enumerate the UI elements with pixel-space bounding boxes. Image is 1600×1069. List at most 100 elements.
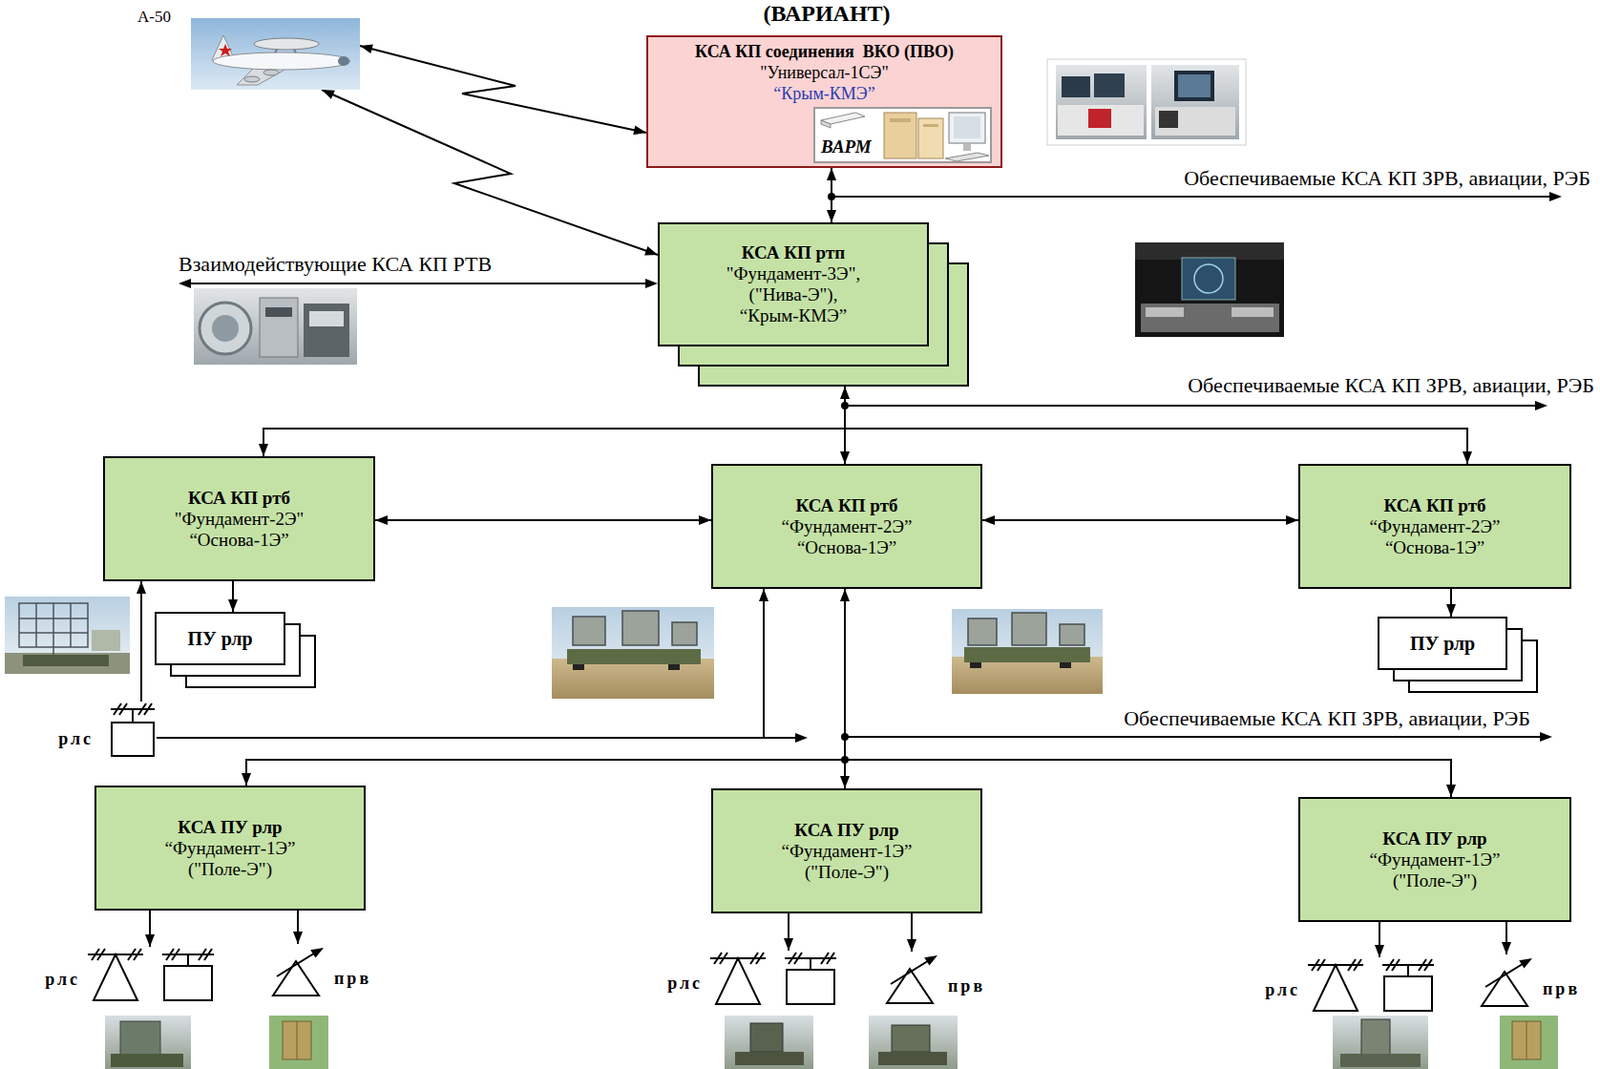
graphic-detail xyxy=(1158,110,1179,128)
arrowhead xyxy=(228,599,238,612)
graphic-detail xyxy=(756,952,764,965)
graphic-detail xyxy=(948,112,986,144)
arrowhead xyxy=(241,773,252,786)
graphic-detail xyxy=(1424,959,1432,971)
graphic-detail xyxy=(337,56,350,66)
box-heading: ПУ рлр xyxy=(1410,632,1475,654)
arrowhead xyxy=(359,43,374,54)
graphic-detail xyxy=(969,662,982,669)
connector xyxy=(1501,922,1512,955)
graphic-detail xyxy=(1061,76,1091,98)
graphic-detail xyxy=(1361,1019,1390,1058)
graphic-detail xyxy=(572,616,606,646)
graphic-detail xyxy=(884,112,917,159)
box-text: “Основа-1Э” xyxy=(189,529,289,551)
equipment-photo xyxy=(269,1015,329,1069)
connector xyxy=(1374,922,1385,958)
graphic-detail xyxy=(891,1025,930,1053)
graphic-detail xyxy=(821,112,865,125)
graphic-detail xyxy=(645,278,658,289)
graphic-detail xyxy=(968,618,997,646)
process-box: КСА КП ртб“Фундамент-2Э”“Основа-1Э” xyxy=(1298,463,1572,590)
box-heading: КСА ПУ рлр xyxy=(177,817,282,839)
graphic-detail xyxy=(19,617,88,620)
graphic-detail xyxy=(883,951,941,1006)
graphic-detail xyxy=(164,966,212,1001)
connector xyxy=(1446,589,1456,617)
graphic-detail xyxy=(309,311,344,327)
box-text: “Фундамент-2Э” xyxy=(781,516,913,538)
connector xyxy=(145,910,155,948)
graphic-detail xyxy=(269,944,327,998)
graphic-detail xyxy=(108,701,157,758)
graphic-detail xyxy=(91,630,121,652)
graphic-detail xyxy=(1512,1021,1541,1060)
annotation-label: Обеспечиваемые КСА КП ЗРВ, авиации, РЭБ xyxy=(1123,706,1531,732)
stack-front: ПУ рлр xyxy=(154,611,286,666)
box-heading: прв xyxy=(334,968,372,990)
arrowhead xyxy=(321,89,336,100)
operations-room-photo xyxy=(1135,242,1285,337)
arrowhead xyxy=(1374,945,1385,958)
graphic-detail xyxy=(1174,70,1215,102)
graphic-detail xyxy=(273,961,319,996)
radar-symbol: рлс xyxy=(84,947,218,1003)
graphic-detail xyxy=(22,654,109,667)
altimeter-symbol: прв xyxy=(883,951,941,1006)
graphic-detail xyxy=(1332,1015,1429,1069)
graphic-detail xyxy=(1304,957,1438,1013)
graphic-detail xyxy=(4,596,130,674)
box-heading: А-50 xyxy=(137,6,171,28)
graphic-detail xyxy=(1194,264,1223,294)
graphic-detail xyxy=(809,958,812,970)
box-text: “Основа-1Э” xyxy=(797,537,897,559)
graphic-detail xyxy=(1391,959,1400,971)
box-heading: КСА КП соединения ВКО (ПВО) xyxy=(694,41,954,63)
graphic-detail xyxy=(178,278,191,289)
graphic-detail xyxy=(93,954,138,1001)
connector-line xyxy=(982,519,1299,522)
graphic-detail xyxy=(244,76,260,83)
arrowhead xyxy=(1462,451,1473,464)
connector xyxy=(241,589,845,786)
arrowhead xyxy=(982,515,995,526)
graphic-detail xyxy=(171,948,180,961)
graphic-detail xyxy=(551,607,715,699)
graphic-detail xyxy=(253,38,319,50)
graphic-detail xyxy=(1340,1053,1421,1068)
radar-symbol: рлс xyxy=(108,701,157,758)
connector-line xyxy=(263,386,845,457)
box-heading: ПУ рлр xyxy=(187,628,253,650)
graphic-detail xyxy=(1481,971,1528,1007)
graphic-detail xyxy=(218,43,232,57)
graphic-detail xyxy=(968,612,1085,646)
graphic-detail xyxy=(1145,307,1184,317)
connector xyxy=(293,910,303,945)
graphic-detail xyxy=(110,1053,184,1068)
graphic-detail xyxy=(551,658,715,699)
stacked-post-box: ПУ рлр xyxy=(154,611,316,689)
graphic-detail xyxy=(1151,64,1240,140)
graphic-detail xyxy=(1155,106,1236,136)
box-heading: КСА ПУ рлр xyxy=(1382,828,1487,850)
stacked-process-box: КСА КП ртп"Фундамент-3Э",("Нива-Э"),“Кры… xyxy=(657,222,969,387)
graphic-detail xyxy=(1313,965,1358,1011)
graphic-detail xyxy=(668,664,680,671)
graphic-detail xyxy=(1135,242,1285,337)
workstation-box: ВАРМ xyxy=(813,106,992,164)
graphic-detail xyxy=(794,952,802,965)
equipment-photo xyxy=(1332,1015,1429,1069)
graphic-detail xyxy=(1526,1021,1528,1060)
graphic-detail xyxy=(1499,1015,1558,1069)
connector-line xyxy=(321,89,658,255)
connector xyxy=(783,913,794,951)
graphic-detail xyxy=(19,631,88,634)
arrowhead xyxy=(758,589,769,602)
graphic-detail xyxy=(265,307,293,317)
graphic-detail xyxy=(1011,612,1047,646)
command-post-box: КСА КП соединения ВКО (ПВО)"Универсал-1С… xyxy=(646,35,1003,169)
graphic-detail xyxy=(724,1015,814,1069)
graphic-detail xyxy=(831,195,1551,198)
connector-line xyxy=(359,45,647,133)
graphic-detail xyxy=(706,950,841,1007)
